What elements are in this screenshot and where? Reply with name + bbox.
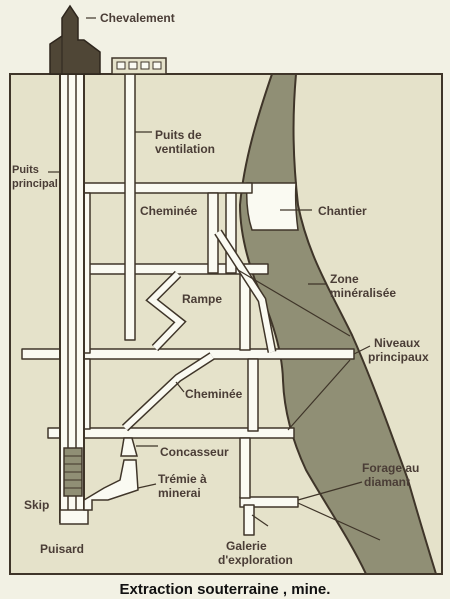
label-puits-ventilation-2: ventilation <box>155 142 215 156</box>
label-galerie-2: d'exploration <box>218 553 293 567</box>
label-tremie-2: minerai <box>158 486 201 500</box>
drift-level-4 <box>47 427 295 439</box>
ventilation-shaft <box>124 73 136 341</box>
headframe <box>49 4 101 75</box>
leader-lines <box>48 17 381 541</box>
label-concasseur: Concasseur <box>160 445 229 459</box>
label-skip: Skip <box>24 498 49 512</box>
drift-exploration <box>239 496 299 508</box>
label-tremie-1: Trémie à <box>158 472 207 486</box>
drift-level-1 <box>67 182 253 194</box>
label-forage-1: Forage au <box>362 461 419 475</box>
raise-5 <box>239 437 251 499</box>
label-chevalement: Chevalement <box>100 11 175 25</box>
caption: Extraction souterraine , mine. <box>120 581 331 598</box>
label-zone-mineralisee-1: Zone <box>330 272 359 286</box>
label-niveaux-principaux-1: Niveaux <box>374 336 420 350</box>
ore-bin <box>83 459 139 511</box>
label-puits-principal-2: principal <box>12 178 58 190</box>
label-zone-mineralisee-2: minéralisée <box>330 286 396 300</box>
crusher <box>120 437 138 457</box>
label-puisard: Puisard <box>40 542 84 556</box>
raise-2 <box>225 192 237 274</box>
stope <box>245 182 299 231</box>
label-puits-principal-1: Puits <box>12 164 39 176</box>
surface-building <box>111 57 167 75</box>
label-forage-2: diamant <box>364 475 410 489</box>
label-puits-ventilation-1: Puits de <box>155 128 202 142</box>
label-cheminee-lower: Cheminée <box>185 387 243 401</box>
skip <box>63 447 83 497</box>
raise-4 <box>247 358 259 432</box>
label-galerie-1: Galerie <box>226 539 267 553</box>
label-cheminee-upper: Cheminée <box>140 204 198 218</box>
label-rampe: Rampe <box>182 292 222 306</box>
label-chantier: Chantier <box>318 204 367 218</box>
raise-6 <box>243 504 255 536</box>
label-niveaux-principaux-2: principaux <box>368 350 429 364</box>
sump <box>59 509 89 525</box>
